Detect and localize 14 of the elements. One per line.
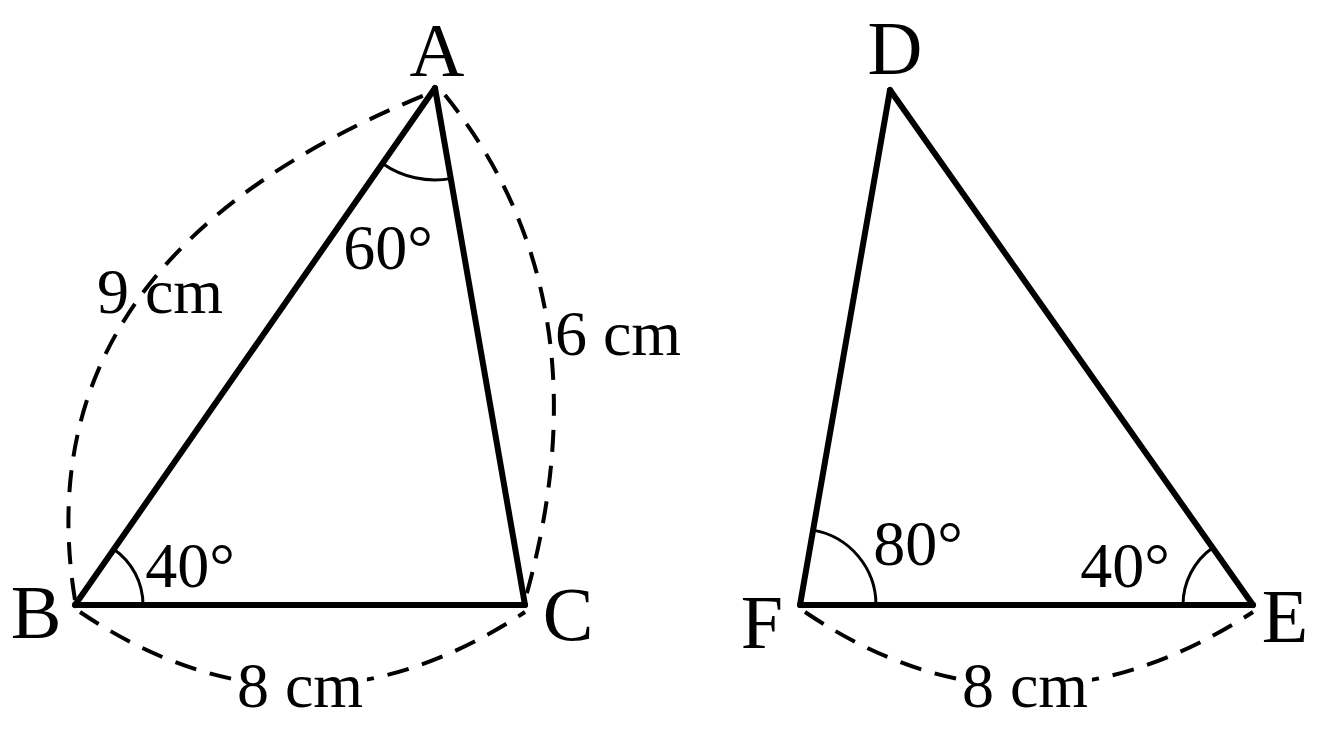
triangle-side — [72, 602, 528, 608]
angle-label: 40° — [145, 534, 235, 598]
angle-label: 60° — [343, 216, 433, 280]
angle-label: 80° — [873, 512, 963, 576]
vertex-label: C — [542, 576, 594, 652]
length-label: 9 cm — [96, 260, 224, 324]
angle-label: 40° — [1080, 534, 1170, 598]
vertex-label: F — [740, 584, 784, 660]
length-label: 6 cm — [554, 302, 682, 366]
vertex-label: E — [1261, 578, 1309, 654]
vertex-label: A — [409, 12, 465, 88]
vertex-label: B — [10, 574, 62, 650]
triangle-side — [797, 602, 1256, 608]
vertex-label: D — [867, 10, 923, 86]
